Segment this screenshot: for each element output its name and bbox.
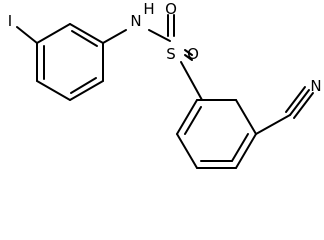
- atom-label-amine-nitrogen: N: [130, 12, 141, 30]
- ring1-bond-1: [69, 23, 104, 44]
- atom-label-amine-hydrogen: H: [143, 0, 154, 18]
- bond-nitrile-a: [289, 89, 310, 116]
- ring2-bond-4: [176, 133, 198, 169]
- benzonitrile-ring: [176, 99, 257, 169]
- bond-s-o-right-b: [184, 54, 193, 61]
- bond-s-o-right-a: [184, 49, 193, 56]
- atom-label-nitrile-nitrogen: N: [310, 77, 321, 95]
- atom-label-sulfur: S: [166, 45, 176, 63]
- ring1-inner-double-1: [71, 30, 98, 47]
- bond-nitrile-b: [285, 86, 306, 113]
- bond-c-cn: [255, 114, 291, 135]
- ring1-inner-double-2: [70, 77, 97, 94]
- ring2-bond-1: [235, 99, 257, 135]
- atom-label-oxygen-right: O: [187, 45, 199, 63]
- ring2-bond-2: [235, 133, 257, 169]
- ring1-bond-6: [36, 23, 71, 44]
- ring1-bond-3: [69, 80, 104, 101]
- ring2-bond-5: [176, 99, 198, 135]
- bond-c-i: [16, 26, 38, 44]
- bond-s-ch2: [180, 61, 203, 101]
- bond-nitrile-c: [293, 92, 314, 119]
- bond-c-n: [102, 29, 127, 44]
- bond-n-s: [148, 29, 171, 42]
- ring1-bond-4: [36, 80, 71, 101]
- atom-label-iodine: I: [8, 12, 12, 30]
- iodophenyl-ring: [36, 23, 104, 101]
- ring2-inner-double-1: [231, 133, 249, 162]
- chemical-structure: I N H S O O N: [8, 0, 322, 169]
- atom-label-oxygen-left: O: [165, 0, 177, 18]
- ring2-inner-double-2: [184, 106, 202, 135]
